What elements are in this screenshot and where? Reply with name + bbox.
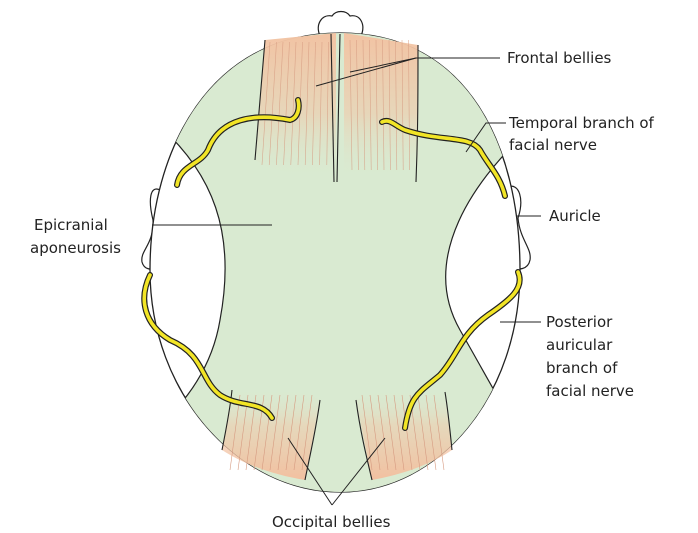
posterior-auricular-label-line1: Posterior — [546, 313, 613, 331]
auricle-label: Auricle — [549, 207, 601, 225]
temporal-branch-label-line1: Temporal branch of — [508, 114, 655, 132]
occipital-bellies-label: Occipital bellies — [272, 513, 391, 531]
epicranial-label-line2: aponeurosis — [30, 239, 121, 257]
posterior-auricular-label-line4: facial nerve — [546, 382, 634, 400]
temporal-branch-label-line2: facial nerve — [509, 136, 597, 154]
nose-outline — [318, 12, 362, 37]
posterior-auricular-label-line3: branch of — [546, 359, 618, 377]
posterior-auricular-label-line2: auricular — [546, 336, 613, 354]
epicranial-label-line1: Epicranial — [34, 216, 108, 234]
frontal-bellies-label: Frontal bellies — [507, 49, 612, 67]
